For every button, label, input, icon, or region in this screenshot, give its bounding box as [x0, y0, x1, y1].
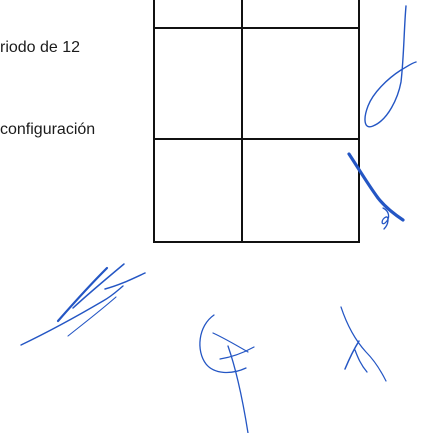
document-text-line-2: configuración: [0, 121, 96, 138]
signature-right-top: [364, 5, 417, 128]
signature-right-middle: [347, 152, 405, 230]
signature-bottom-center: [199, 314, 255, 433]
signature-bottom-right: [340, 306, 387, 382]
document-text-line-1: riodo de 12: [0, 39, 81, 56]
signature-bottom-left: [20, 263, 146, 346]
signature-grid-outline: [153, 0, 360, 243]
